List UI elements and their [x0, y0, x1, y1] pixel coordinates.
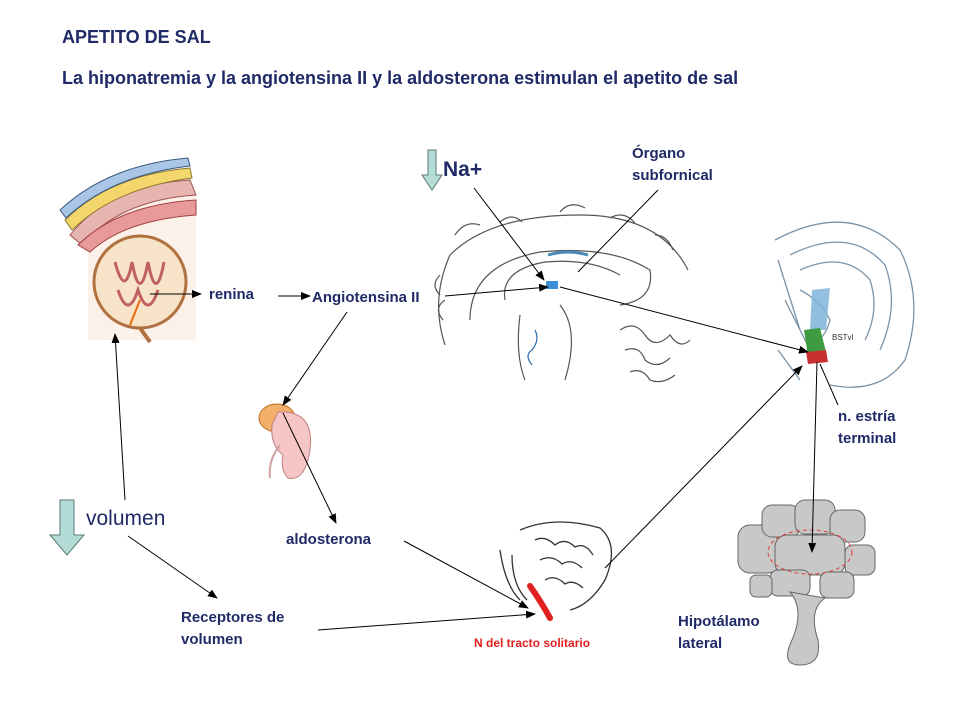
kidney-illustration	[258, 403, 312, 479]
label-volumen: volumen	[86, 507, 166, 530]
down-arrow-icon	[48, 499, 86, 556]
hypothalamus-illustration	[737, 499, 876, 666]
label-aldosterona: aldosterona	[286, 531, 372, 548]
page-title: APETITO DE SAL	[62, 27, 211, 47]
arrow-volumen-receptores	[127, 535, 218, 599]
arrow-nts-bst	[604, 365, 803, 569]
label-na: Na+	[443, 158, 483, 181]
bstvl-tag: BSTvl	[832, 333, 854, 342]
label-organo-line2: subfornical	[632, 167, 713, 184]
label-hipotalamo-line1: Hipotálamo	[678, 613, 760, 630]
label-organo-line1: Órgano	[632, 145, 686, 162]
arrow-angiotensina-adrenal	[282, 311, 348, 406]
arrow-aldosterona-nts	[403, 540, 529, 609]
nts-marker	[527, 583, 553, 621]
cerebellum-illustration	[499, 521, 612, 611]
page-subtitle: La hiponatremia y la angiotensina II y l…	[62, 68, 739, 88]
leader-estria-terminal	[819, 363, 839, 406]
label-receptores-line1: Receptores de	[181, 609, 285, 626]
label-estria-line1: n. estría	[838, 408, 896, 425]
label-hipotalamo-lateral: Hipotálamo lateral	[678, 611, 760, 655]
arrow-na-sfo	[473, 187, 545, 281]
arrow-sfo-bst	[559, 286, 809, 354]
brain-coronal-illustration	[774, 221, 915, 388]
bst-marker	[804, 328, 826, 356]
label-estria-terminal: n. estría terminal	[838, 406, 896, 450]
leader-organo-subfornical	[577, 189, 659, 273]
down-arrow-icon	[421, 149, 443, 191]
label-angiotensina: Angiotensina II	[312, 289, 420, 306]
label-renina: renina	[209, 286, 255, 303]
arrow-receptores-nts	[317, 610, 536, 631]
arrow-adrenal-aldosterona	[282, 412, 337, 524]
label-organo-subfornical: Órgano subfornical	[632, 143, 713, 187]
bst-red-marker	[806, 350, 828, 364]
label-nts: N del tracto solitario	[474, 636, 591, 650]
brain-sagittal-illustration	[434, 204, 691, 383]
ventricle-marker	[810, 288, 830, 330]
arrow-angiotensina-sfo	[444, 283, 549, 297]
label-receptores-volumen: Receptores de volumen	[181, 607, 284, 651]
subfornical-organ-marker	[546, 281, 558, 289]
arrow-volumen-nephron	[111, 333, 126, 501]
label-hipotalamo-line2: lateral	[678, 635, 723, 652]
arrow-bst-hypothalamus	[808, 361, 818, 553]
label-estria-line2: terminal	[838, 430, 897, 447]
label-receptores-line2: volumen	[181, 631, 243, 648]
glomerulus-illustration	[59, 157, 197, 344]
